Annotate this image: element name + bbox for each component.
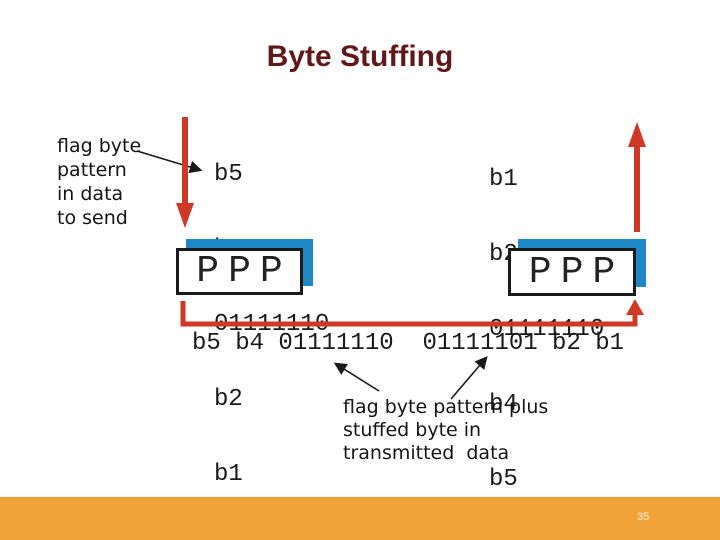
ppp-label: PPP (528, 250, 625, 294)
ppp-node-receiver: PPP (508, 239, 646, 296)
stuffed-label-pointer-left-icon (333, 362, 380, 392)
stuffed-label-pointer-right-icon (450, 356, 488, 400)
ppp-label: PPP (196, 250, 292, 293)
source-label-line: pattern (57, 159, 127, 181)
sender-byte: b5 (214, 161, 243, 188)
receiver-byte-stack: b1 b2 01111110 b4 b5 (489, 117, 604, 540)
sender-byte: b1 (214, 461, 243, 488)
sender-byte: b2 (214, 386, 243, 413)
transmitted-sequence: b5 b4 01111110 01111101 b2 b1 (192, 330, 625, 357)
page-title: Byte Stuffing (266, 40, 454, 73)
page-number: 35 (637, 511, 650, 523)
ppp-node-receiver-box: PPP (508, 248, 636, 296)
transmitted-label-line: transmitted data (343, 442, 510, 464)
source-label-line: to send (57, 207, 128, 229)
transmitted-label-line: stuffed byte in (343, 419, 482, 441)
receiver-byte: b5 (489, 466, 518, 493)
receiver-byte: b1 (489, 166, 518, 193)
ppp-node-sender: PPP (176, 239, 313, 295)
red-down-arrow-icon (176, 117, 194, 228)
source-label-line: in data (57, 183, 124, 205)
flag-byte-pointer-arrow-icon (136, 150, 203, 174)
red-up-arrow-icon (628, 122, 646, 232)
source-data-label: flag byte pattern in data to send (57, 134, 141, 230)
sender-byte-stack: b5 b4 01111110 b2 b1 (214, 112, 329, 537)
ppp-node-sender-box: PPP (176, 248, 303, 295)
receiver-byte: b4 (489, 391, 518, 418)
transmitted-label-line: flag byte pattern plus (343, 396, 549, 418)
source-label-line: flag byte (57, 135, 142, 157)
footer-bar: 35 (0, 497, 720, 540)
transmitted-data-label: flag byte pattern plus stuffed byte in t… (343, 396, 548, 465)
